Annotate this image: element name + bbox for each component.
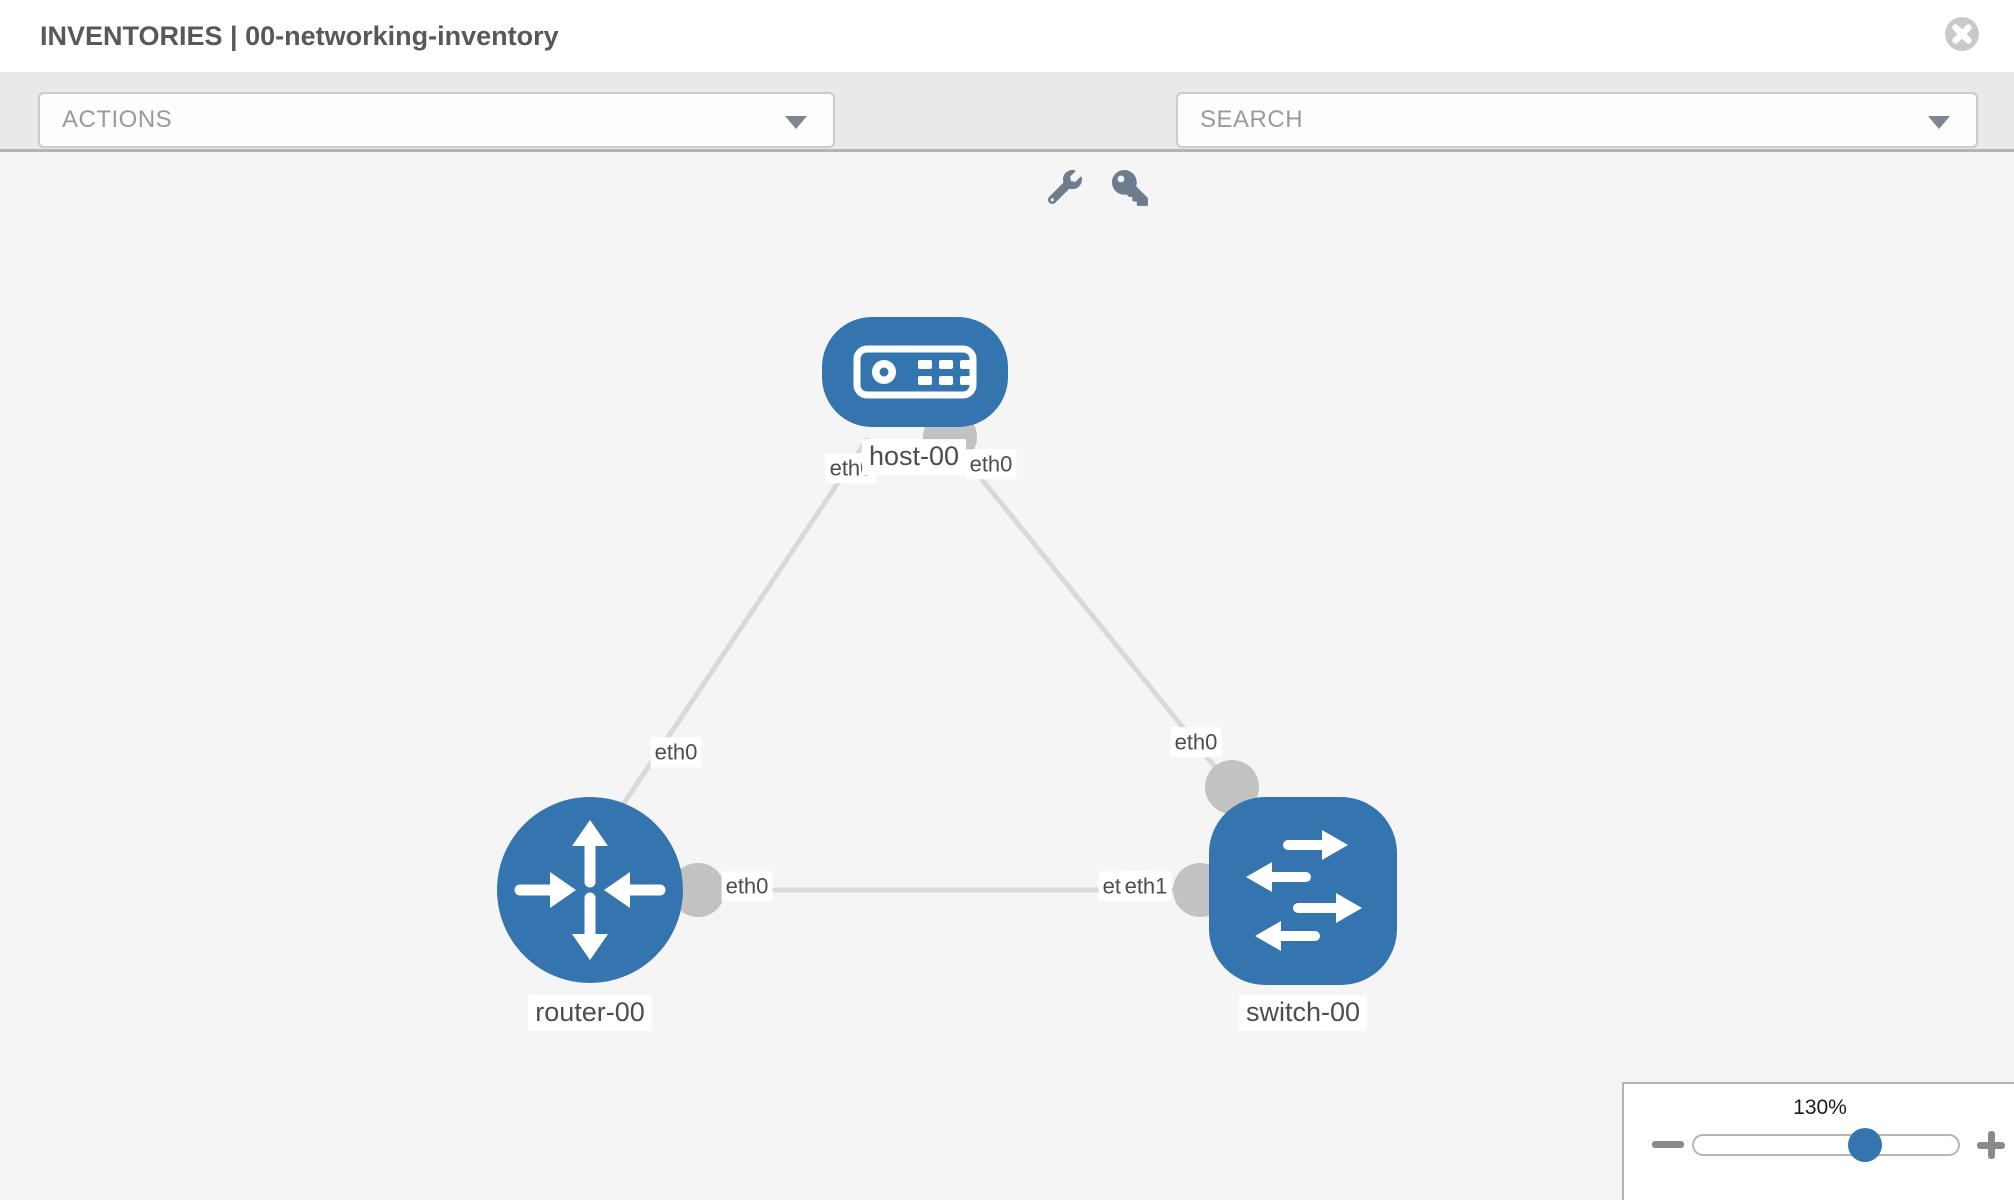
- actions-dropdown[interactable]: ACTIONS: [38, 92, 835, 148]
- iface-label: eth1: [1120, 871, 1172, 901]
- switch-arrows-icon: [1246, 830, 1362, 951]
- zoom-slider-thumb[interactable]: [1848, 1128, 1882, 1162]
- port-router-right: [671, 863, 725, 917]
- wrench-icon[interactable]: [1048, 170, 1082, 204]
- zoom-slider-track[interactable]: [1692, 1134, 1960, 1156]
- node-host[interactable]: [822, 317, 1008, 427]
- page-title: INVENTORIES | 00-networking-inventory: [40, 20, 559, 51]
- search-dropdown-label: SEARCH: [1200, 106, 1304, 133]
- zoom-control-panel: 130%: [1622, 1082, 2014, 1200]
- iface-label: eth0: [650, 737, 702, 767]
- key-glyph: [1112, 170, 1148, 206]
- iface-label: eth0: [721, 871, 773, 901]
- node-label-host: host-00: [861, 439, 967, 475]
- node-switch[interactable]: [1209, 797, 1397, 985]
- toolbar: ACTIONS SEARCH: [0, 72, 2014, 206]
- topology-svg: [497, 317, 1397, 985]
- port-switch-top: [1205, 760, 1259, 814]
- wrench-glyph: [1048, 170, 1082, 204]
- node-label-router: router-00: [528, 995, 652, 1031]
- chevron-down-icon: [785, 116, 807, 129]
- node-router[interactable]: [497, 797, 683, 983]
- zoom-level-value: 130%: [1793, 1096, 1847, 1119]
- close-icon-x: [1952, 24, 1972, 44]
- search-dropdown[interactable]: SEARCH: [1176, 92, 1978, 148]
- host-server-icon: [853, 345, 977, 399]
- node-label-switch: switch-00: [1238, 995, 1368, 1031]
- topology-canvas[interactable]: [0, 155, 2014, 1200]
- zoom-in-icon[interactable]: [1977, 1131, 2005, 1159]
- router-arrows-icon: [514, 820, 666, 960]
- iface-label: eth0: [965, 449, 1017, 479]
- chevron-down-icon: [1928, 116, 1950, 129]
- iface-label: eth0: [1170, 727, 1222, 757]
- key-icon[interactable]: [1112, 170, 1148, 206]
- zoom-out-icon[interactable]: [1652, 1141, 1684, 1148]
- actions-dropdown-label: ACTIONS: [62, 106, 173, 133]
- close-icon[interactable]: [1944, 16, 1980, 52]
- page-header: INVENTORIES | 00-networking-inventory: [0, 0, 2014, 72]
